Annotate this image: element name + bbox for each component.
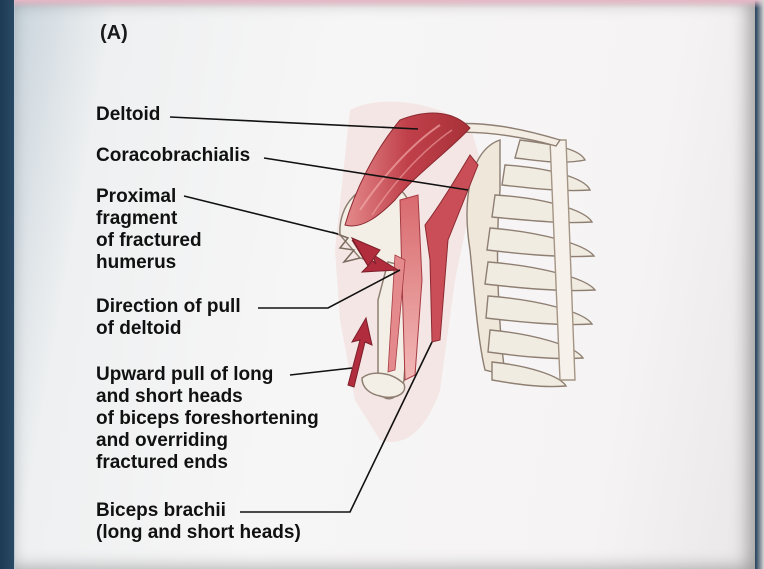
label-coracobrachialis: Coracobrachialis — [96, 145, 250, 167]
label-line: of biceps foreshortening — [96, 408, 319, 430]
label-direction-of-pull: Direction of pull of deltoid — [96, 296, 241, 340]
label-line: Biceps brachii — [96, 500, 301, 522]
label-line: fragment — [96, 208, 202, 230]
label-proximal-fragment: Proximal fragment of fractured humerus — [96, 186, 202, 274]
label-line: (long and short heads) — [96, 522, 301, 544]
label-line: Upward pull of long — [96, 364, 319, 386]
label-line: fractured ends — [96, 452, 319, 474]
label-line: Proximal — [96, 186, 202, 208]
label-upward-pull: Upward pull of long and short heads of b… — [96, 364, 319, 474]
label-line: and short heads — [96, 386, 319, 408]
label-line: of fractured — [96, 230, 202, 252]
label-line: and overriding — [96, 430, 319, 452]
label-deltoid: Deltoid — [96, 104, 160, 126]
label-line: Direction of pull — [96, 296, 241, 318]
label-biceps-brachii: Biceps brachii (long and short heads) — [96, 500, 301, 544]
label-line: of deltoid — [96, 318, 241, 340]
label-line: humerus — [96, 252, 202, 274]
